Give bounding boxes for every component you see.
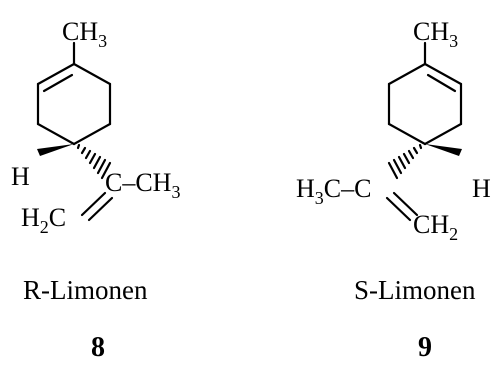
bond-ring-c4-c5 — [72, 122, 112, 146]
bond-double-outer — [80, 191, 107, 217]
wedge-bond-to-h — [37, 144, 74, 156]
molecule-8-name: R-Limonen — [23, 275, 148, 305]
hashed-bond-to-branch — [76, 143, 112, 180]
branch-carbon-label: H3C–C — [296, 174, 371, 208]
bond-ring-c4-c5 — [423, 122, 463, 146]
wedge-bond-to-h — [425, 144, 462, 156]
hydrogen-label: H — [11, 162, 30, 191]
bond-ring-c6-c1 — [72, 62, 112, 86]
methylene-label: H2C — [21, 203, 66, 237]
bond-double-inner — [87, 196, 114, 222]
molecule-9-number: 9 — [418, 332, 432, 363]
bond-ring-double-inner — [426, 73, 457, 93]
bond-ring-c3-c4 — [36, 122, 76, 146]
bond-ring-c6-c1 — [423, 62, 463, 86]
molecule-9-name: S-Limonen — [354, 275, 476, 305]
r-limonene-structure: CH3 H C–CH3 H2C R-Limonen 8 — [11, 17, 180, 363]
s-limonene-structure: CH3 H H3C–C CH2 S-Limonen 9 — [296, 17, 491, 363]
bond-ring-c3-c4 — [387, 122, 427, 146]
bond-double-inner — [385, 196, 412, 222]
hydrogen-label: H — [472, 174, 491, 203]
top-methyl-label: CH3 — [413, 17, 458, 51]
bond-double-outer — [392, 191, 419, 217]
branch-carbon-label: C–CH3 — [105, 168, 180, 202]
bond-ring-c1-c2 — [36, 62, 76, 86]
molecule-8-number: 8 — [91, 332, 105, 363]
bond-ring-double-inner — [42, 73, 74, 93]
bond-ring-c1-c2 — [387, 62, 427, 86]
hashed-bond-to-branch — [387, 143, 423, 180]
top-methyl-label: CH3 — [62, 17, 107, 51]
methylene-label: CH2 — [413, 210, 458, 244]
